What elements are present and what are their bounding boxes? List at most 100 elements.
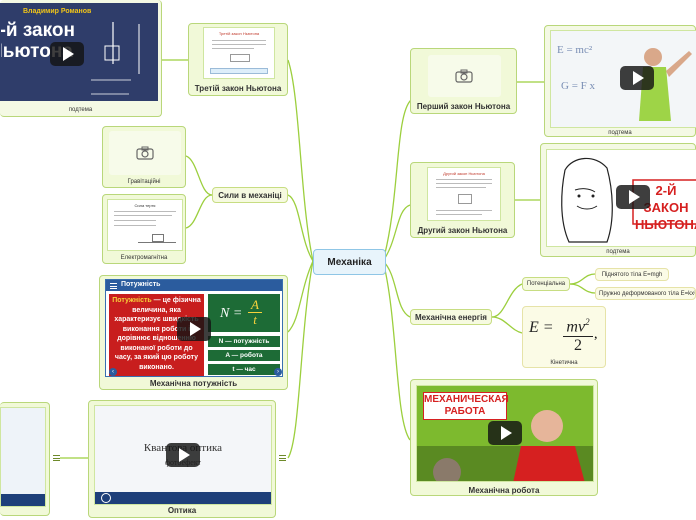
text-line: [436, 187, 486, 188]
svg-text:E = mc²: E = mc²: [557, 44, 593, 56]
play-button[interactable]: [620, 66, 654, 90]
kinetic-formula: E =: [529, 319, 554, 337]
node-work[interactable]: МЕХАНИЧЕСКАЯ РАБОТА Механічна робота: [410, 379, 598, 496]
legend-row: N — потужність: [208, 336, 280, 347]
thumb-title: Другий закон Ньютона: [443, 171, 485, 176]
document-thumbnail: Сила тертя: [107, 199, 183, 251]
play-icon: [629, 190, 640, 204]
play-button[interactable]: [50, 42, 84, 66]
definition-box: Потужність — це фізична величина, яка ха…: [109, 294, 204, 376]
image-placeholder: [428, 55, 501, 97]
video-title-text: 2-Й ЗАКОН НЬЮТОНА: [635, 182, 696, 233]
node-title: Оптика: [167, 506, 197, 515]
formula-numerator: mv: [566, 318, 586, 336]
video-title-text: МЕХАНИЧЕСКАЯ РАБОТА: [423, 392, 509, 420]
node-caption: подтема: [606, 249, 630, 255]
node-second-law-video[interactable]: 2-Й ЗАКОН НЬЮТОНА подтема: [540, 143, 696, 257]
document-thumbnail: Третій закон Ньютона: [203, 27, 275, 79]
slide-header: Потужність: [106, 280, 282, 291]
document-thumbnail: Другий закон Ньютона: [427, 167, 501, 221]
link-optics: [287, 260, 314, 459]
link-potential-leaf2: [569, 283, 596, 294]
text-line: [436, 179, 492, 180]
text-line: [212, 40, 266, 41]
image-placeholder: [109, 131, 181, 175]
slide-thumbnail: [0, 407, 46, 507]
node-optics[interactable]: Квантова оптика фотоефект Оптика: [88, 400, 276, 518]
thumb-title: Третій закон Ньютона: [218, 31, 260, 36]
menu-icon: [110, 283, 117, 289]
node-electromagnetic[interactable]: Сила тертя Електромагнітна: [102, 194, 186, 264]
formula-lhs: E =: [529, 319, 554, 336]
formula-comma: ,: [594, 327, 598, 342]
link-energy: [382, 260, 411, 318]
node-kinetic[interactable]: E = mv2 2 , Кінетична: [522, 306, 606, 368]
node-title: Механічна робота: [468, 486, 540, 495]
play-icon: [179, 448, 190, 462]
text-line: [212, 48, 254, 49]
slide-footer: [95, 492, 271, 504]
link-forces: [287, 194, 314, 262]
formula-denominator: 2: [574, 337, 582, 355]
play-icon: [501, 426, 512, 440]
play-button[interactable]: [166, 443, 200, 467]
definition-text: — це фізична величина, яка характеризує …: [114, 297, 201, 371]
node-caption: подтема: [68, 107, 93, 113]
node-third-law[interactable]: Третій закон Ньютона Третій закон Ньютон…: [188, 23, 288, 96]
node-deformed-body[interactable]: Пружно деформованого тіла E=kx²/2: [595, 287, 696, 300]
node-lifted-body[interactable]: Піднятого тіла E=mgh: [595, 268, 669, 281]
link-potential-leaf1: [569, 273, 596, 285]
node-title: Другий закон Ньютона: [417, 226, 508, 235]
surface-line: [138, 242, 176, 243]
text-line: [436, 214, 482, 215]
formula-box: [230, 54, 250, 62]
diagram-bar: [210, 68, 268, 74]
node-title: Механічна потужність: [149, 379, 238, 388]
text-line: [114, 220, 156, 221]
legend-row: t — час: [208, 364, 280, 375]
collapse-menu-icon[interactable]: [53, 455, 60, 461]
collapse-menu-icon[interactable]: [279, 455, 286, 461]
slide-header-title: Потужність: [121, 281, 161, 288]
node-energy[interactable]: Механічна енергія: [410, 309, 492, 325]
play-icon: [63, 47, 74, 61]
play-icon: [190, 322, 201, 336]
node-topleft-video[interactable]: Владимир Романов 3-й закон Ньютона подте…: [0, 0, 162, 117]
central-topic[interactable]: Механіка: [313, 249, 386, 275]
node-power[interactable]: Потужність Потужність — це фізична велич…: [99, 275, 288, 390]
link-first-law: [382, 99, 412, 262]
formula-exponent: 2: [585, 317, 590, 327]
legend-row: A — робота: [208, 350, 280, 361]
formula-board: N = A t: [208, 294, 280, 332]
node-forces[interactable]: Сили в механіці: [212, 187, 288, 203]
link-power: [287, 260, 314, 333]
node-optics-child[interactable]: [0, 402, 50, 516]
play-button[interactable]: [177, 317, 211, 341]
formula-fraction: A t: [248, 298, 262, 327]
node-potential[interactable]: Потенціальна: [522, 277, 570, 291]
text-line: [114, 225, 156, 226]
video-title-line: НЬЮТОНА: [635, 217, 696, 232]
formula-denominator: t: [253, 312, 257, 327]
node-caption: Електромагнітна: [120, 255, 168, 261]
link-energy-kinetic: [491, 316, 523, 334]
prev-slide-icon[interactable]: ‹: [109, 368, 117, 376]
play-icon: [633, 71, 644, 85]
node-second-law[interactable]: Другий закон Ньютона Другий закон Ньютон…: [410, 162, 515, 238]
node-first-law[interactable]: Перший закон Ньютона: [410, 48, 517, 114]
node-gravity[interactable]: Гравітаційні: [102, 126, 186, 188]
node-first-law-video[interactable]: E = mc² G = F x подтема: [544, 25, 696, 137]
link-third-law: [287, 59, 314, 262]
play-button[interactable]: [488, 421, 522, 445]
formula-fraction: mv2 2: [563, 313, 593, 355]
video-title-line: 2-Й ЗАКОН: [643, 183, 689, 215]
text-line: [212, 44, 266, 45]
svg-text:G = F x: G = F x: [561, 80, 596, 92]
next-slide-icon[interactable]: ›: [274, 368, 282, 376]
node-caption: Кінетична: [550, 360, 578, 366]
link-second-law: [382, 204, 411, 262]
node-caption: подтема: [608, 130, 632, 136]
play-button[interactable]: [616, 185, 650, 209]
slide-footer: [1, 494, 45, 506]
